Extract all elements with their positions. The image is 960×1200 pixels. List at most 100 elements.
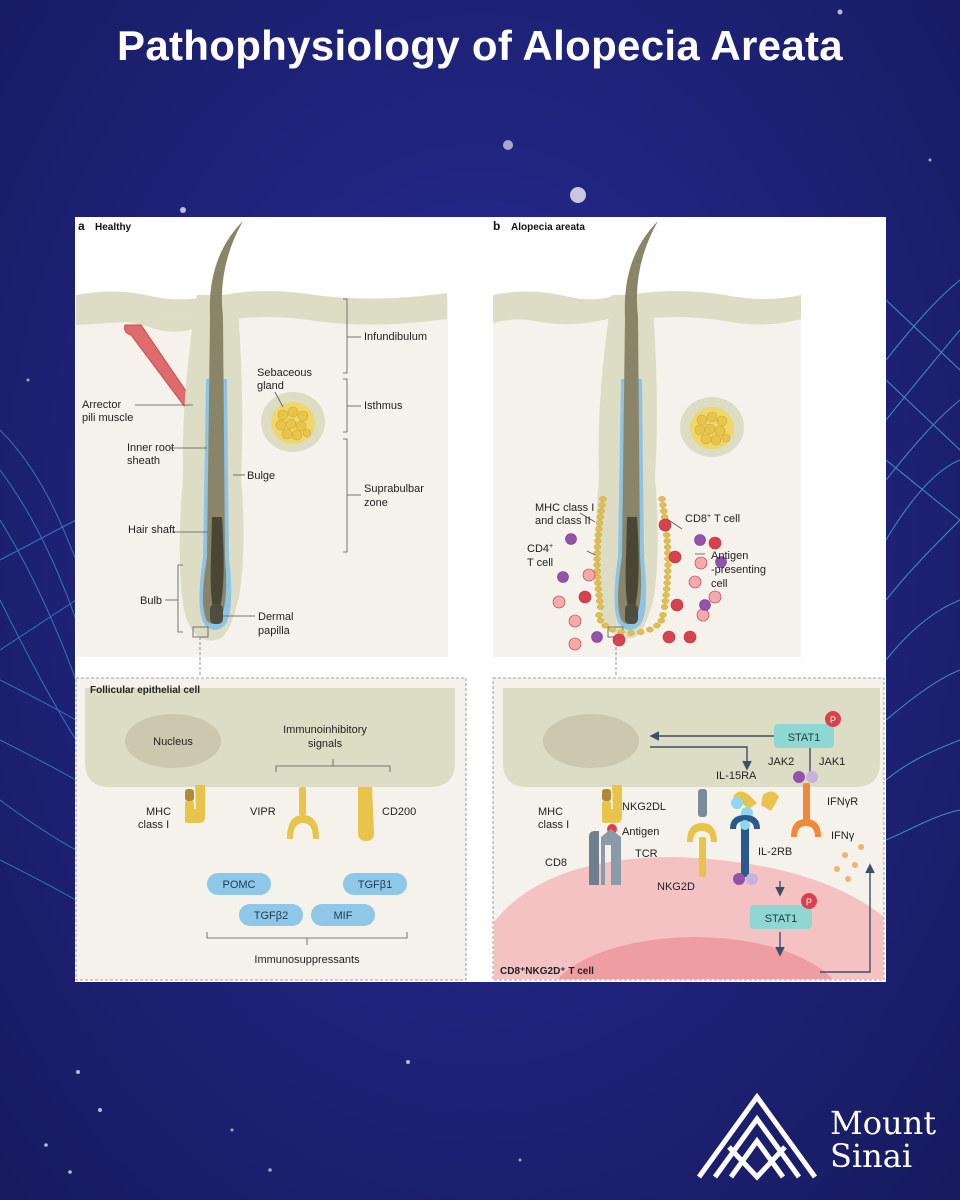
immunoinhibitory-label-1: Immunoinhibitory bbox=[283, 724, 367, 736]
nkg2d-receptor bbox=[687, 823, 717, 877]
logo-line-1: Mount bbox=[830, 1104, 937, 1142]
cd4-cell-label-2: T cell bbox=[527, 557, 553, 569]
phospho-top bbox=[825, 711, 841, 727]
hair-core-b bbox=[625, 517, 639, 615]
dermal-papilla-b bbox=[625, 604, 638, 624]
network-lines-left bbox=[0, 429, 77, 901]
t-cell-nucleus bbox=[557, 937, 833, 979]
mhc-class-i-receptor-b bbox=[602, 785, 622, 823]
follicle-bead bbox=[596, 604, 605, 610]
follicle-bead bbox=[663, 532, 671, 538]
immunosuppressants-bracket bbox=[206, 932, 408, 945]
immune-cells bbox=[552, 518, 727, 651]
immune-t-cell bbox=[668, 550, 682, 564]
mhc-b-label-2: and class II bbox=[535, 515, 591, 527]
stat1-top-label: STAT1 bbox=[788, 732, 821, 744]
dermis-a bbox=[76, 299, 448, 657]
mhc-b-label-1: MHC class I bbox=[535, 502, 594, 514]
phospho-top-label: P bbox=[830, 715, 836, 725]
immunoinhibitory-bracket bbox=[275, 759, 391, 772]
epidermis-a bbox=[76, 291, 210, 325]
follicle-bead bbox=[595, 526, 603, 532]
immune-t-cell bbox=[662, 630, 676, 644]
cd200-receptor bbox=[357, 787, 375, 841]
pathophysiology-figure: a Healthy bbox=[75, 217, 886, 982]
jak1-label: JAK1 bbox=[819, 756, 845, 768]
arrector-label-2: pili muscle bbox=[82, 412, 133, 424]
zone-brackets-a bbox=[135, 298, 361, 633]
immune-t-cell bbox=[568, 637, 582, 651]
follicle-bead bbox=[664, 568, 672, 574]
immune-t-cell bbox=[696, 608, 710, 622]
suprabulbar-label-2: zone bbox=[364, 497, 388, 509]
mhc-b-inset-label-1: MHC bbox=[538, 806, 563, 818]
follicle-bead bbox=[598, 502, 606, 508]
immunosuppressants-label: Immunosuppressants bbox=[254, 954, 360, 966]
follicle-bead bbox=[663, 538, 671, 544]
t-cell-title: CD8⁺NKG2D⁺ T cell bbox=[500, 966, 594, 977]
il2rb-receptor bbox=[730, 815, 760, 885]
immune-t-cell bbox=[568, 614, 582, 628]
follicle-bead bbox=[594, 580, 602, 586]
phospho-bottom-label: P bbox=[806, 897, 812, 907]
ifng-label: IFNγ bbox=[831, 830, 855, 842]
bulb-label: Bulb bbox=[140, 595, 162, 607]
sparkle-dots bbox=[26, 9, 932, 1174]
immune-t-cell bbox=[708, 590, 722, 604]
panel-b-title: Alopecia areata bbox=[511, 222, 585, 233]
pill-mif-label: MIF bbox=[334, 910, 353, 922]
pill-pomc bbox=[207, 873, 271, 895]
follicle-bead bbox=[657, 617, 666, 624]
follicle-bead bbox=[596, 514, 605, 520]
follicle-bead bbox=[597, 508, 605, 514]
panel-a-letter: a bbox=[78, 219, 85, 233]
immune-t-cell bbox=[552, 595, 566, 609]
immune-t-cell bbox=[688, 575, 702, 589]
nkg2dl-ligand bbox=[698, 789, 707, 817]
arrector-label-1: Arrector bbox=[82, 399, 121, 411]
stat1-top-box bbox=[774, 724, 834, 748]
sebaceous-label-1: Sebaceous bbox=[257, 367, 313, 379]
apc-label-3: cell bbox=[711, 578, 728, 590]
follicle-bead bbox=[627, 630, 635, 636]
follicle-bead bbox=[663, 580, 671, 586]
follicle-bead bbox=[660, 508, 668, 514]
antigen-presenting-cell bbox=[557, 571, 569, 583]
pill-mif bbox=[311, 904, 375, 926]
follicle-bead bbox=[593, 544, 602, 550]
isthmus-label: Isthmus bbox=[364, 400, 403, 412]
cd4-cell-label: CD4+ bbox=[527, 543, 553, 555]
pill-tgfb1 bbox=[343, 873, 407, 895]
bulge-label: Bulge bbox=[247, 470, 275, 482]
dermal-label-1: Dermal bbox=[258, 611, 293, 623]
inner-root-label-2: sheath bbox=[127, 455, 160, 467]
nucleus-b bbox=[543, 714, 639, 768]
follicle-bead bbox=[663, 574, 672, 580]
sebaceous-globules-a bbox=[275, 406, 312, 441]
panel-a-title: Healthy bbox=[95, 222, 132, 233]
dermal-papilla-a bbox=[210, 604, 223, 624]
nucleus-a bbox=[125, 714, 221, 768]
dermal-label-2: papilla bbox=[258, 625, 291, 637]
cd8-label: CD8 bbox=[545, 857, 567, 869]
follicle-bead bbox=[661, 598, 669, 604]
page-title: Pathophysiology of Alopecia Areata bbox=[117, 22, 843, 69]
ifng-molecules bbox=[834, 844, 864, 882]
nkg2dl-label: NKG2DL bbox=[622, 801, 666, 813]
follicle-bead bbox=[593, 562, 601, 568]
follicle-bead bbox=[593, 556, 601, 562]
immune-t-cell bbox=[683, 630, 697, 644]
suprabulbar-label-1: Suprabulbar bbox=[364, 483, 424, 495]
cd8-cell-label: CD8+ T cell bbox=[685, 513, 740, 525]
ifngr-label: IFNγR bbox=[827, 796, 858, 808]
follicle-bead bbox=[663, 544, 672, 550]
epidermis-b-right bbox=[630, 291, 801, 325]
nkg2d-label: NKG2D bbox=[657, 881, 695, 893]
immune-t-cell bbox=[582, 568, 596, 582]
follicle-bead bbox=[663, 586, 671, 592]
antigen-presenting-cell bbox=[715, 556, 727, 568]
zoom-box-a bbox=[192, 626, 209, 638]
epidermis-a-right bbox=[223, 291, 447, 325]
ifngr-receptor bbox=[791, 771, 821, 837]
